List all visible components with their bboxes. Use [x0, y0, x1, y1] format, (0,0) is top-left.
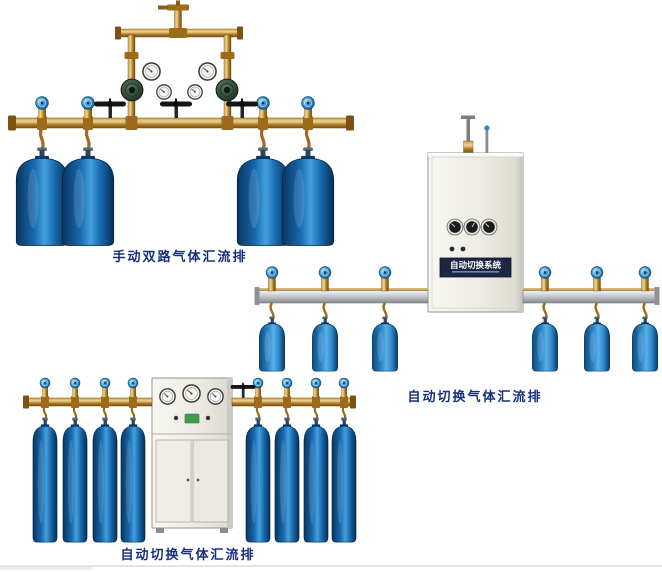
valve-knob-icon: [281, 377, 293, 389]
auto-switch-wall-manifold-illustration: 自动切换系统: [254, 115, 660, 372]
page-bottom-artifact: [0, 567, 92, 570]
valve-knob-icon: [538, 266, 552, 279]
valve-knob-icon: [35, 96, 49, 110]
cabinet-door-left: [155, 439, 192, 523]
pressure-regulator-icon: [215, 78, 239, 102]
pressure-gauge-icon: [159, 388, 176, 405]
gas-cylinder: [583, 316, 611, 372]
page-bottom-artifact: [0, 565, 662, 567]
cabinet-gauges: [446, 218, 498, 236]
t-handle-valve-icon: [160, 98, 192, 118]
gas-cylinder: [92, 417, 118, 543]
valve-knob-icon: [39, 377, 51, 389]
auto-switch-floor-manifold-illustration: [23, 377, 357, 543]
pressure-gauge-icon: [187, 84, 203, 100]
indicator-light: [460, 246, 466, 252]
gas-cylinder: [303, 417, 329, 543]
cabinet-label-green: [184, 413, 200, 424]
manifold-pipes: [23, 395, 356, 409]
gas-cylinder: [311, 316, 339, 372]
t-handle-valve-icon: [94, 98, 126, 118]
pressure-gauge-icon: [207, 388, 224, 405]
valve-knob-icon: [638, 266, 652, 279]
pressure-gauge-icon: [198, 62, 217, 81]
valve-knob-icon: [590, 266, 604, 279]
riser-valves: [39, 377, 350, 397]
gas-cylinder: [62, 417, 88, 543]
control-cabinet: [151, 377, 233, 533]
main-manifold-pipe: [8, 115, 354, 131]
valve-knob-icon: [265, 266, 279, 279]
control-cabinet: 自动切换系统: [427, 152, 524, 313]
valve-knob-icon: [378, 266, 392, 279]
cylinder-hoses: [38, 127, 311, 150]
manual-dual-manifold-illustration: [8, 0, 354, 246]
t-handle-valve-icon: [230, 382, 256, 398]
control-knob: [173, 415, 179, 421]
gas-cylinder: [631, 316, 659, 372]
valve-knob-icon: [127, 377, 139, 389]
gas-cylinder: [61, 147, 115, 246]
valve-knob-icon: [99, 377, 111, 389]
gas-cylinder: [120, 417, 146, 543]
cabinet-name-plate: 自动切换系统: [439, 257, 512, 278]
pressure-gauge-icon: [156, 84, 172, 100]
valve-knob-icon: [318, 266, 332, 279]
pressure-gauge-icon: [182, 384, 201, 403]
valve-knob-icon: [69, 377, 81, 389]
gas-cylinder: [371, 316, 399, 372]
pressure-gauge-icon: [142, 62, 161, 81]
control-knob: [205, 415, 211, 421]
pressure-regulator-icon: [120, 78, 144, 102]
gas-cylinder: [245, 417, 271, 543]
manifold-rails: [254, 287, 660, 305]
caption-auto-switch-floor: 自动切换气体汇流排: [120, 548, 256, 563]
gas-cylinder: [15, 147, 69, 246]
riser-valves: [35, 96, 315, 118]
cabinet-top-piping: [461, 115, 490, 154]
gas-cylinder: [331, 417, 357, 543]
valve-knob-icon: [338, 377, 350, 389]
cabinet-plate-title: 自动切换系统: [450, 260, 502, 271]
gas-cylinder: [258, 316, 286, 372]
caption-manual-dual: 手动双路气体汇流排: [112, 250, 248, 265]
gas-cylinder: [531, 316, 559, 372]
indicator-light: [449, 246, 455, 252]
gas-cylinder: [274, 417, 300, 543]
valve-knob-icon: [81, 96, 95, 110]
gas-cylinder: [32, 417, 58, 543]
valve-knob-icon: [310, 377, 322, 389]
rail-valves: [265, 266, 652, 292]
caption-auto-switch-wall: 自动切换气体汇流排: [407, 390, 543, 405]
